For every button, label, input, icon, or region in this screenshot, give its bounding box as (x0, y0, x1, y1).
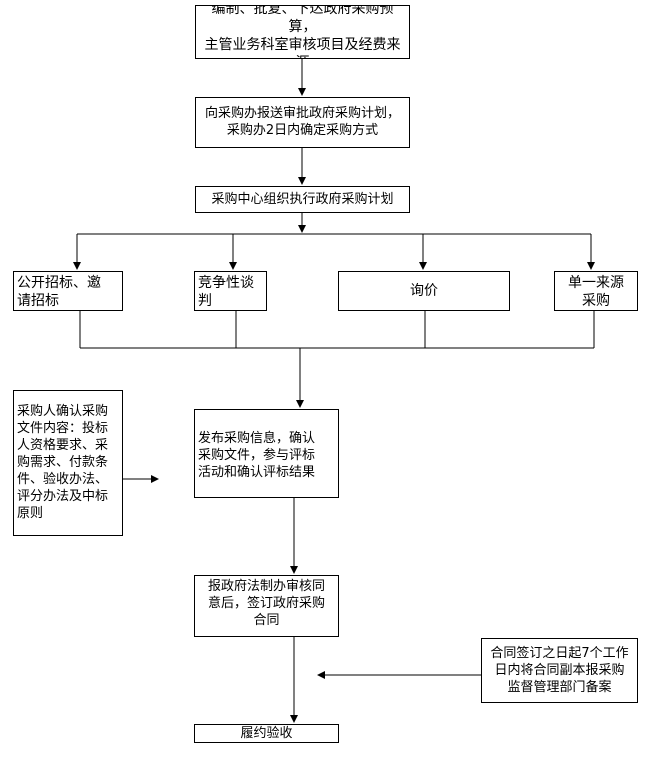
step-execute-plan: 采购中心组织执行政府采购计划 (195, 186, 410, 213)
step-sign-contract: 报政府法制办审核同 意后，签订政府采购 合同 (194, 575, 339, 637)
method-competitive-negotiation: 竞争性谈 判 (194, 271, 267, 311)
step-budget-compilation-text: 编制、批复、下达政府采购预算， 主管业务科室审核项目及经费来源 (204, 5, 401, 58)
method-inquiry-text: 询价 (410, 283, 438, 299)
method-single-source: 单一来源 采购 (554, 271, 638, 311)
purchaser-confirm-documents-text: 采购人确认采购 文件内容：投标 人资格要求、采 购需求、付款条 件、验收办法、 … (17, 404, 109, 521)
method-public-tender-text: 公开招标、邀 请招标 (17, 275, 101, 309)
step-submit-plan: 向采购办报送审批政府采购计划， 采购办2日内确定采购方式 (195, 97, 410, 148)
method-inquiry: 询价 (338, 271, 510, 311)
step-performance-acceptance-text: 履约验收 (240, 726, 293, 741)
step-publish-and-evaluate-text: 发布采购信息，确认 采购文件，参与评标 活动和确认评标结果 (198, 431, 316, 480)
method-competitive-negotiation-text: 竞争性谈 判 (198, 275, 254, 309)
purchaser-confirm-documents: 采购人确认采购 文件内容：投标 人资格要求、采 购需求、付款条 件、验收办法、 … (13, 390, 123, 536)
method-public-tender: 公开招标、邀 请招标 (13, 271, 123, 311)
contract-filing-note: 合同签订之日起7个工作 日内将合同副本报采购 监督管理部门备案 (481, 638, 638, 703)
step-performance-acceptance: 履约验收 (194, 724, 339, 743)
step-submit-plan-text: 向采购办报送审批政府采购计划， 采购办2日内确定采购方式 (204, 106, 400, 138)
contract-filing-note-text: 合同签订之日起7个工作 日内将合同副本报采购 监督管理部门备案 (490, 646, 629, 695)
step-publish-and-evaluate: 发布采购信息，确认 采购文件，参与评标 活动和确认评标结果 (194, 409, 339, 498)
method-single-source-text: 单一来源 采购 (568, 275, 624, 309)
step-sign-contract-text: 报政府法制办审核同 意后，签订政府采购 合同 (207, 579, 325, 628)
step-budget-compilation: 编制、批复、下达政府采购预算， 主管业务科室审核项目及经费来源 (195, 5, 410, 59)
step-execute-plan-text: 采购中心组织执行政府采购计划 (211, 192, 394, 207)
